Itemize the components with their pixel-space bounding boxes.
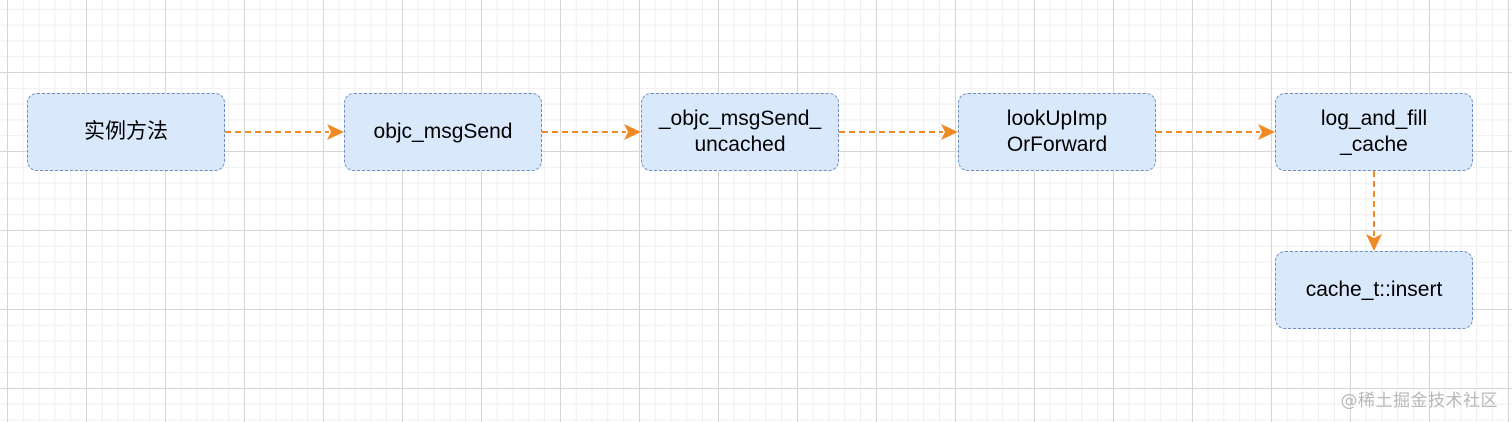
node-objc-msgsend[interactable]: objc_msgSend bbox=[344, 93, 542, 171]
node-instance-method[interactable]: 实例方法 bbox=[27, 93, 225, 171]
arrow-head bbox=[1366, 234, 1382, 251]
watermark: @稀土掘金技术社区 bbox=[1340, 391, 1498, 411]
arrow-head bbox=[1258, 124, 1275, 140]
node-log-and-fill-cache[interactable]: log_and_fill _cache bbox=[1275, 93, 1473, 171]
arrow-head bbox=[624, 124, 641, 140]
node-lookupimp-orforward[interactable]: lookUpImp OrForward bbox=[958, 93, 1156, 171]
arrow-head bbox=[941, 124, 958, 140]
node-objc-msgsend-uncached[interactable]: _objc_msgSend_ uncached bbox=[641, 93, 839, 171]
node-cache-t-insert[interactable]: cache_t::insert bbox=[1275, 251, 1473, 329]
arrow-head bbox=[327, 124, 344, 140]
